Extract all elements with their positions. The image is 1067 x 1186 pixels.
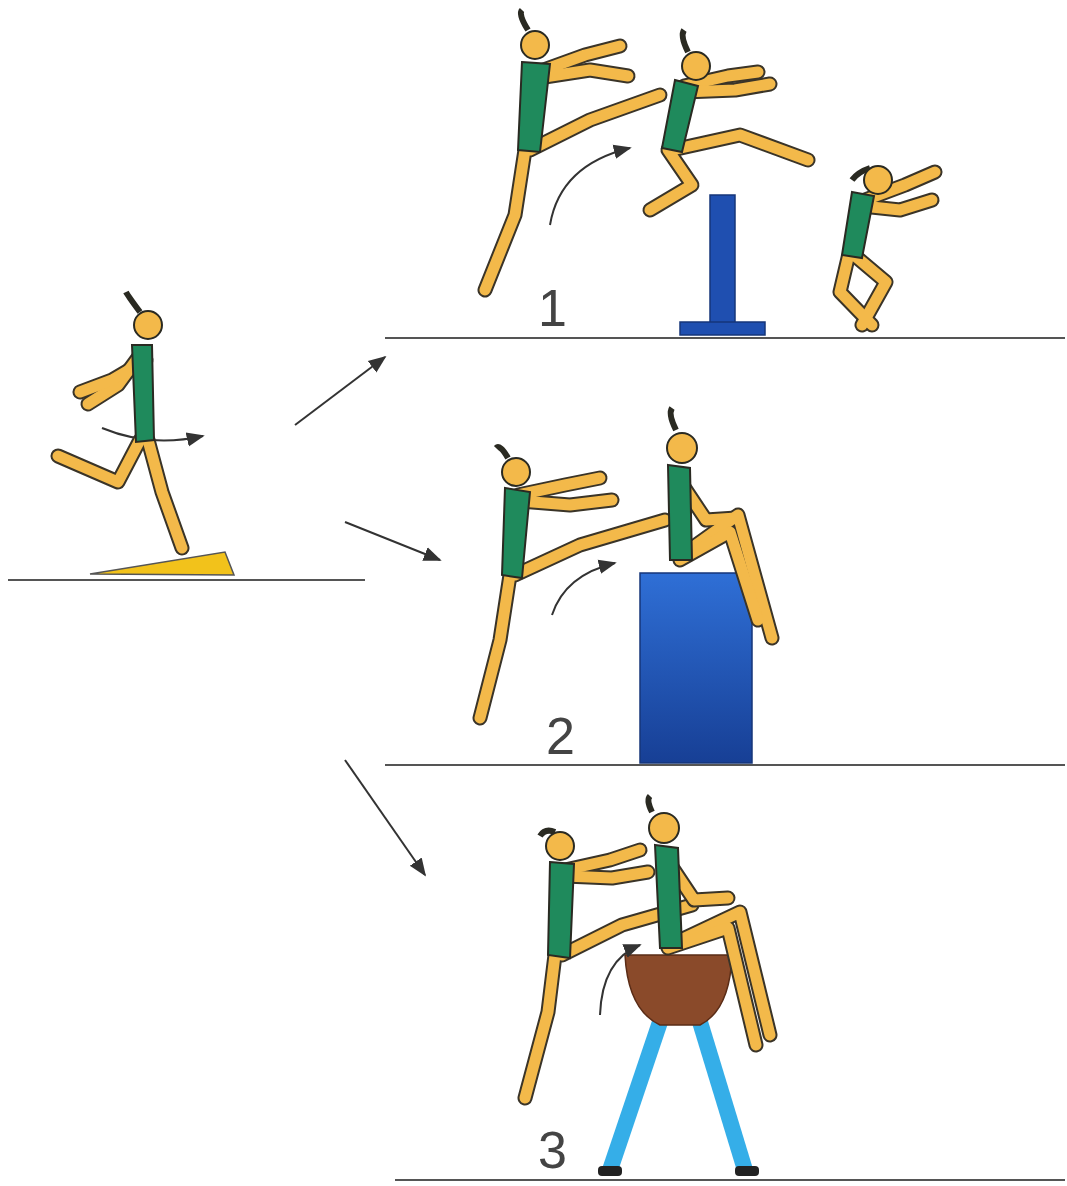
hurdle (680, 195, 765, 335)
leotard (132, 62, 874, 958)
gymnast-figure (58, 46, 935, 1098)
callout-number: 2 (546, 710, 575, 762)
motion-arrow (102, 148, 640, 1015)
direction-arrow (295, 357, 440, 875)
callout-number: 3 (538, 1124, 567, 1176)
vaulting-box (640, 573, 752, 763)
ground-line (8, 338, 1065, 1180)
head (126, 10, 892, 860)
springboard (90, 552, 234, 575)
callout-number: 1 (538, 282, 567, 334)
